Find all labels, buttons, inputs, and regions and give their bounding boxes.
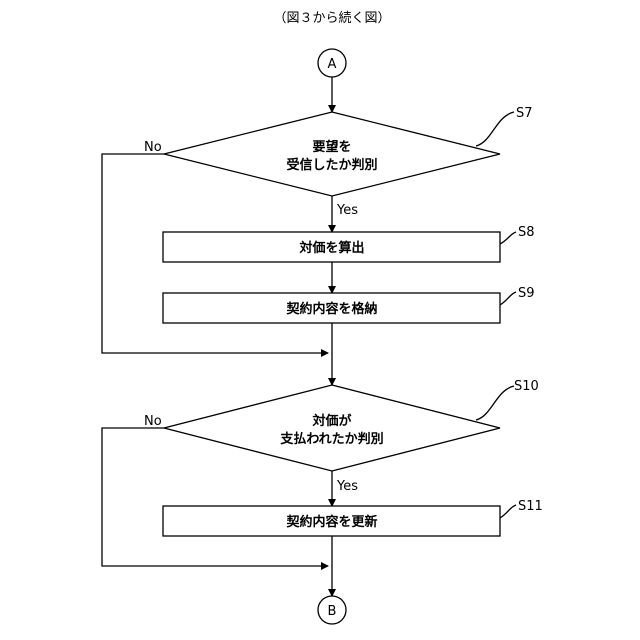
process-s9-text: 契約内容を格納 bbox=[285, 301, 377, 317]
decision-s10-line2: 支払われたか判別 bbox=[279, 431, 383, 447]
s10-leader-line bbox=[476, 386, 514, 420]
process-s8-text: 対価を算出 bbox=[298, 240, 364, 256]
s8-leader-line bbox=[500, 232, 516, 244]
step-id-s8: S8 bbox=[518, 225, 535, 240]
connector-a-label: A bbox=[328, 57, 337, 72]
s7-no-label: No bbox=[144, 140, 162, 155]
decision-s7-line2: 受信したか判別 bbox=[286, 157, 377, 173]
process-s11-text: 契約内容を更新 bbox=[285, 514, 377, 530]
decision-s7-line1: 要望を bbox=[312, 139, 351, 155]
step-id-s7: S7 bbox=[516, 106, 533, 121]
s10-yes-label: Yes bbox=[336, 479, 358, 494]
s10-no-label: No bbox=[144, 414, 162, 429]
s7-leader-line bbox=[476, 112, 514, 146]
decision-s10-line1: 対価が bbox=[311, 413, 351, 429]
step-id-s9: S9 bbox=[518, 286, 535, 301]
step-id-s10: S10 bbox=[514, 379, 539, 394]
s9-leader-line bbox=[500, 292, 516, 305]
step-id-s11: S11 bbox=[518, 499, 543, 514]
figure-caption: （図３から続く図） bbox=[273, 11, 390, 26]
connector-b-label: B bbox=[328, 604, 337, 619]
s11-leader-line bbox=[500, 505, 516, 518]
s7-yes-label: Yes bbox=[336, 203, 358, 218]
